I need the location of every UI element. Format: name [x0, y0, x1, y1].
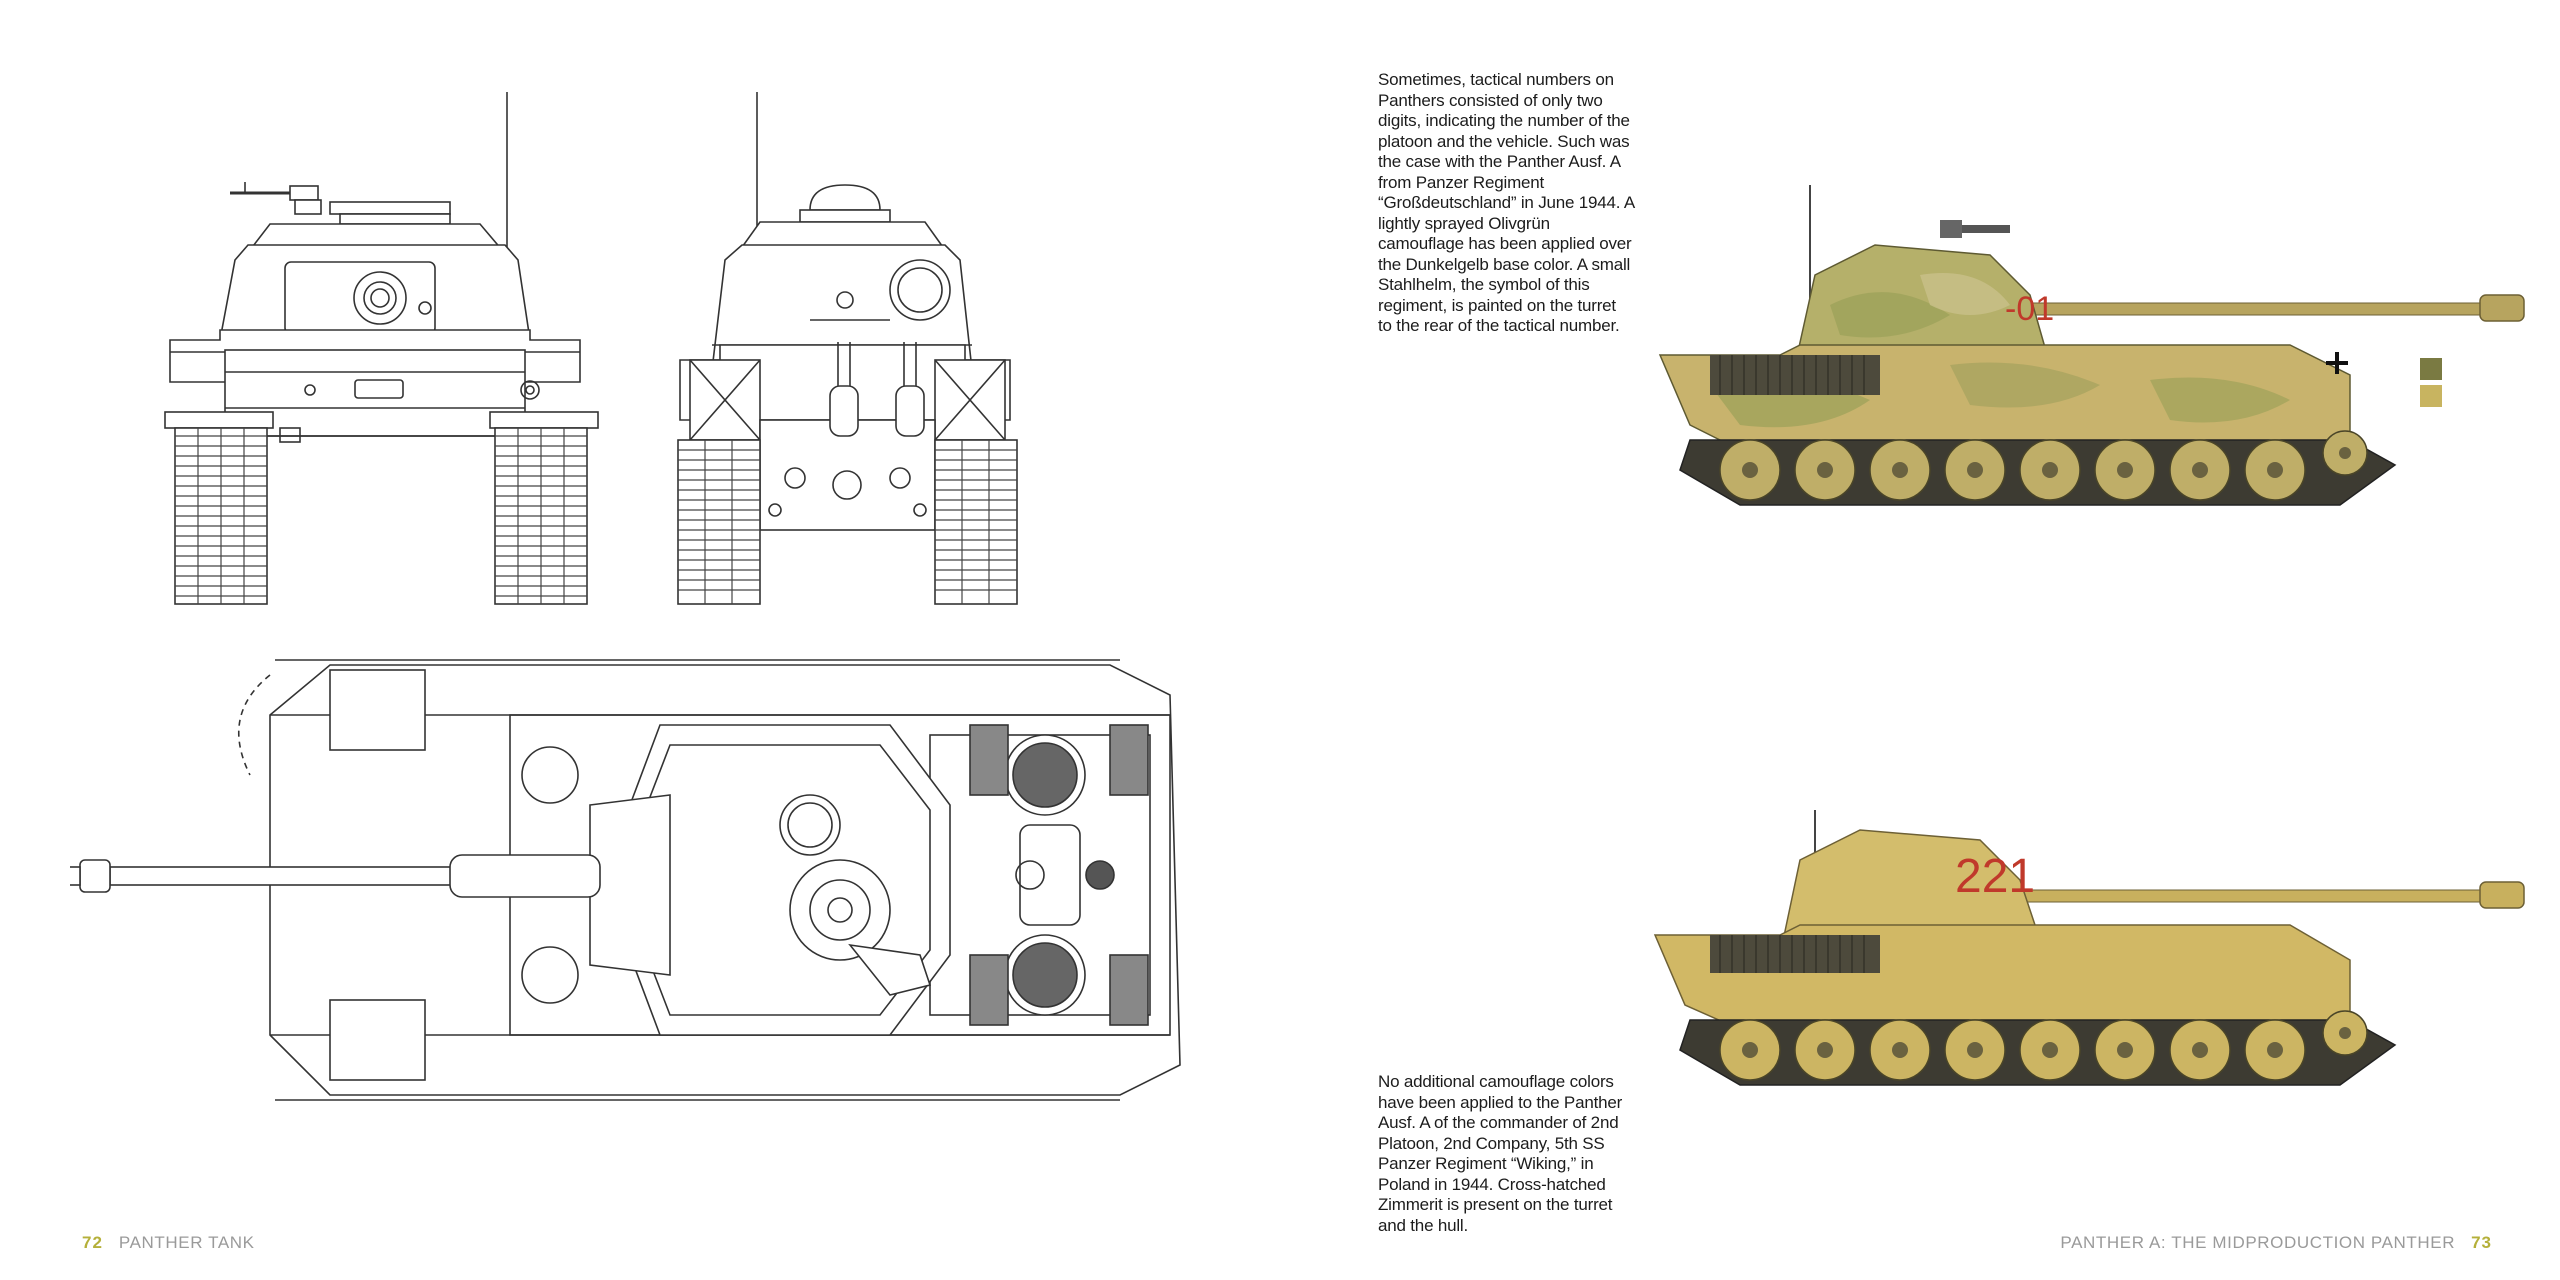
caption-line: to the rear of the tactical number.: [1378, 316, 1620, 335]
tank-profile-221: 221: [1653, 810, 2525, 1086]
caption-line: platoon and the vehicle. Such was: [1378, 131, 1630, 151]
tactical-number-01: -01: [2005, 290, 2054, 328]
caption-tank-01: Sometimes, tactical numbers on Panthers …: [1378, 70, 1638, 337]
tactical-number-221: 221: [1955, 850, 2035, 903]
page-number-right: 73: [2471, 1233, 2492, 1252]
caption-line: Panzer Regiment “Wiking,” in: [1378, 1154, 1594, 1173]
rear-view-drawing: [677, 92, 1018, 605]
balkenkreuz: [2326, 352, 2348, 374]
caption-line: “Großdeutschland” in June 1944. A: [1378, 193, 1636, 212]
running-title-left: PANTHER TANK: [118, 1233, 255, 1252]
caption-line: the case with the Panther Ausf. A: [1378, 152, 1621, 171]
caption-line: Sometimes, tactical numbers on: [1378, 70, 1614, 89]
caption-line: Ausf. A of the commander of 2nd: [1378, 1113, 1619, 1132]
caption-line: Zimmerit is present on the turret: [1378, 1195, 1613, 1214]
tank-profile-01: -01: [1658, 185, 2525, 506]
top-view-drawing: [70, 659, 1181, 1101]
caption-line: have been applied to the Panther: [1378, 1092, 1623, 1112]
front-view-drawing: [164, 92, 599, 605]
caption-line: Poland in 1944. Cross-hatched: [1378, 1174, 1606, 1194]
caption-line: digits, indicating the number of the: [1378, 111, 1630, 130]
caption-line: Platoon, 2nd Company, 5th SS: [1378, 1133, 1605, 1153]
footer-left: 72 PANTHER TANK: [82, 1233, 255, 1253]
caption-line: Stahlhelm, the symbol of this: [1378, 275, 1590, 294]
footer-right: PANTHER A: THE MIDPRODUCTION PANTHER 73: [2060, 1233, 2492, 1253]
color-swatch-olivgruen: [2420, 358, 2442, 380]
running-title-right: PANTHER A: THE MIDPRODUCTION PANTHER: [2060, 1233, 2456, 1252]
caption-line: Panthers consisted of only two: [1378, 90, 1603, 110]
caption-line: from Panzer Regiment: [1378, 172, 1545, 192]
color-swatch-dunkelgelb: [2420, 385, 2442, 407]
caption-line: camouflage has been applied over: [1378, 234, 1632, 253]
caption-line: the Dunkelgelb base color. A small: [1378, 254, 1631, 274]
caption-line: regiment, is painted on the turret: [1378, 295, 1616, 315]
caption-tank-221: No additional camouflage colors have bee…: [1378, 1072, 1638, 1236]
page-number-left: 72: [82, 1233, 103, 1252]
caption-line: and the hull.: [1378, 1215, 1469, 1235]
caption-line: lightly sprayed Olivgrün: [1378, 213, 1550, 233]
caption-line: No additional camouflage colors: [1378, 1072, 1614, 1091]
